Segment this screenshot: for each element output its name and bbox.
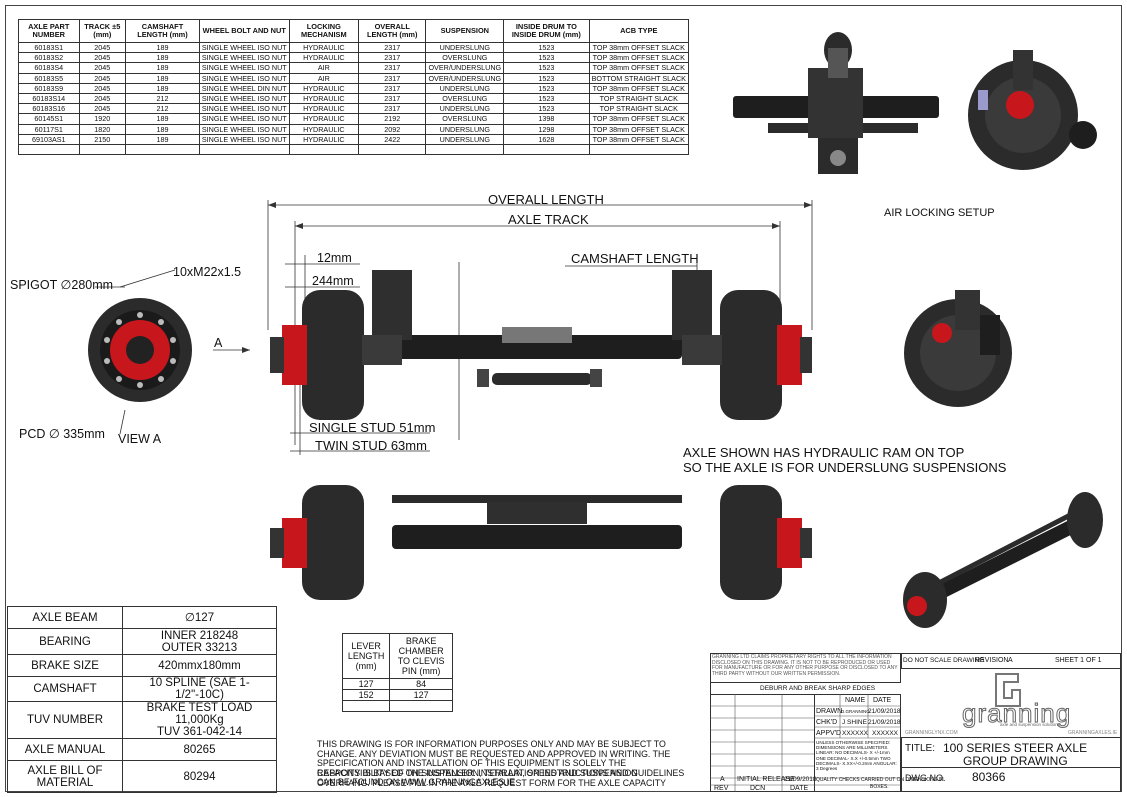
spec-key: AXLE MANUAL [7,738,123,761]
table-cell: 127 [341,678,391,690]
spec-value: 420mmx180mm [122,654,277,677]
air-locking-label: AIR LOCKING SETUP [884,207,995,219]
table-cell [503,143,590,156]
axle-isometric-view [903,492,1103,628]
info-note: THIS DRAWING IS FOR INFORMATION PURPOSES… [317,739,685,787]
spec-row: AXLE BEAM∅127 [7,606,277,629]
axle-front-view [270,270,812,420]
air-locking-side-view [968,50,1097,170]
spec-key: BRAKE SIZE [7,654,123,677]
do-not-scale: DO NOT SCALE DRAWING [903,657,985,664]
overall-length-label: OVERALL LENGTH [488,192,604,207]
initial-release: INITIAL RELEASE [737,776,795,783]
drawing-frame [5,5,1122,792]
single-stud-label: SINGLE STUD 51mm [309,420,436,435]
pcd-label: PCD ∅ 335mm [19,427,105,441]
arrow-a-label: A [214,336,223,350]
granning-logo [995,673,1021,707]
spec-value: 10 SPLINE (SAE 1-1/2"-10C) [122,676,277,702]
spec-value: ∅127 [122,606,277,629]
table-cell [357,143,427,156]
table-cell [18,143,80,156]
checked-label: CHK'D [816,719,838,726]
axle-table-header: ACB TYPE [588,19,690,43]
axle-table-header: OVERALL LENGTH (mm) [357,19,427,43]
air-locking-top-view [733,32,939,174]
spec-key: BEARING [7,628,123,655]
capacity-note: CAPACITY IS BASED ON SUSPENSION, TERRAIN… [317,768,667,788]
axle-table-header: WHEEL BOLT AND NUT [198,19,290,43]
title-block [710,653,1121,792]
deburr-text: DEBURR AND BREAK SHARP EDGES [760,685,876,692]
table-cell [588,143,690,156]
studs-label: 10xM22x1.5 [173,265,242,279]
spec-value: 80265 [122,738,277,761]
axle-table-header: CAMSHAFT LENGTH (mm) [125,19,200,43]
axle-side-view [904,290,1012,407]
lever-table-header: BRAKE CHAMBER TO CLEVIS PIN (mm) [389,633,453,679]
approved-label: APPV'D [816,730,842,737]
lever-table: LEVER LENGTH (mm)BRAKE CHAMBER TO CLEVIS… [341,633,453,712]
quality-text: QUALITY CHECKS CARRIED OUT ON DIMENSIONS… [816,777,944,783]
spec-value: 80294 [122,760,277,793]
drawing-title-1: 100 SERIES STEER AXLE [943,741,1088,755]
table-row [18,143,690,156]
drawing-title-2: GROUP DRAWING [963,754,1068,768]
dim-244mm: 244mm [312,274,354,288]
sign-grid [710,694,901,792]
axle-track-label: AXLE TRACK [508,212,589,227]
drawing-number: 80366 [972,770,1006,784]
table-cell: 127 [389,689,453,701]
spec-key: AXLE BEAM [7,606,123,629]
axle-table-header: SUSPENSION [425,19,505,43]
revision-label: REVISION [975,657,1009,664]
spec-key: CAMSHAFT [7,676,123,702]
lever-table-header: LEVER LENGTH (mm) [341,633,391,679]
camshaft-length-label: CAMSHAFT LENGTH [571,251,699,266]
table-cell: 84 [389,678,453,690]
sheet-label: SHEET 1 OF 1 [1055,657,1102,664]
table-cell: 152 [341,689,391,701]
view-a-label: VIEW A [118,432,162,446]
axle-note-1: AXLE SHOWN HAS HYDRAULIC RAM ON TOP [683,445,965,460]
dim-12mm: 12mm [317,251,352,265]
view-a-hub [88,298,192,402]
brand-name: granning [961,698,1072,729]
spec-key: TUV NUMBER [7,701,123,739]
drawn-label: DRAWN [816,708,843,715]
axle-rear-view [270,485,812,600]
revision-value: A [1008,657,1013,664]
spigot-label: SPIGOT ∅280mm [10,278,114,292]
tolerances-text: UNLESS OTHERWISE SPECIFIED: DIMENSIONS A… [816,740,897,772]
axle-table-header: TRACK ±5 (mm) [78,19,127,43]
axle-note-2: SO THE AXLE IS FOR UNDERSLUNG SUSPENSION… [683,460,1007,475]
twin-stud-label: TWIN STUD 63mm [315,438,427,453]
proprietary-text: GRANNING LTD CLAIMS PROPRIETARY RIGHTS T… [712,654,898,677]
